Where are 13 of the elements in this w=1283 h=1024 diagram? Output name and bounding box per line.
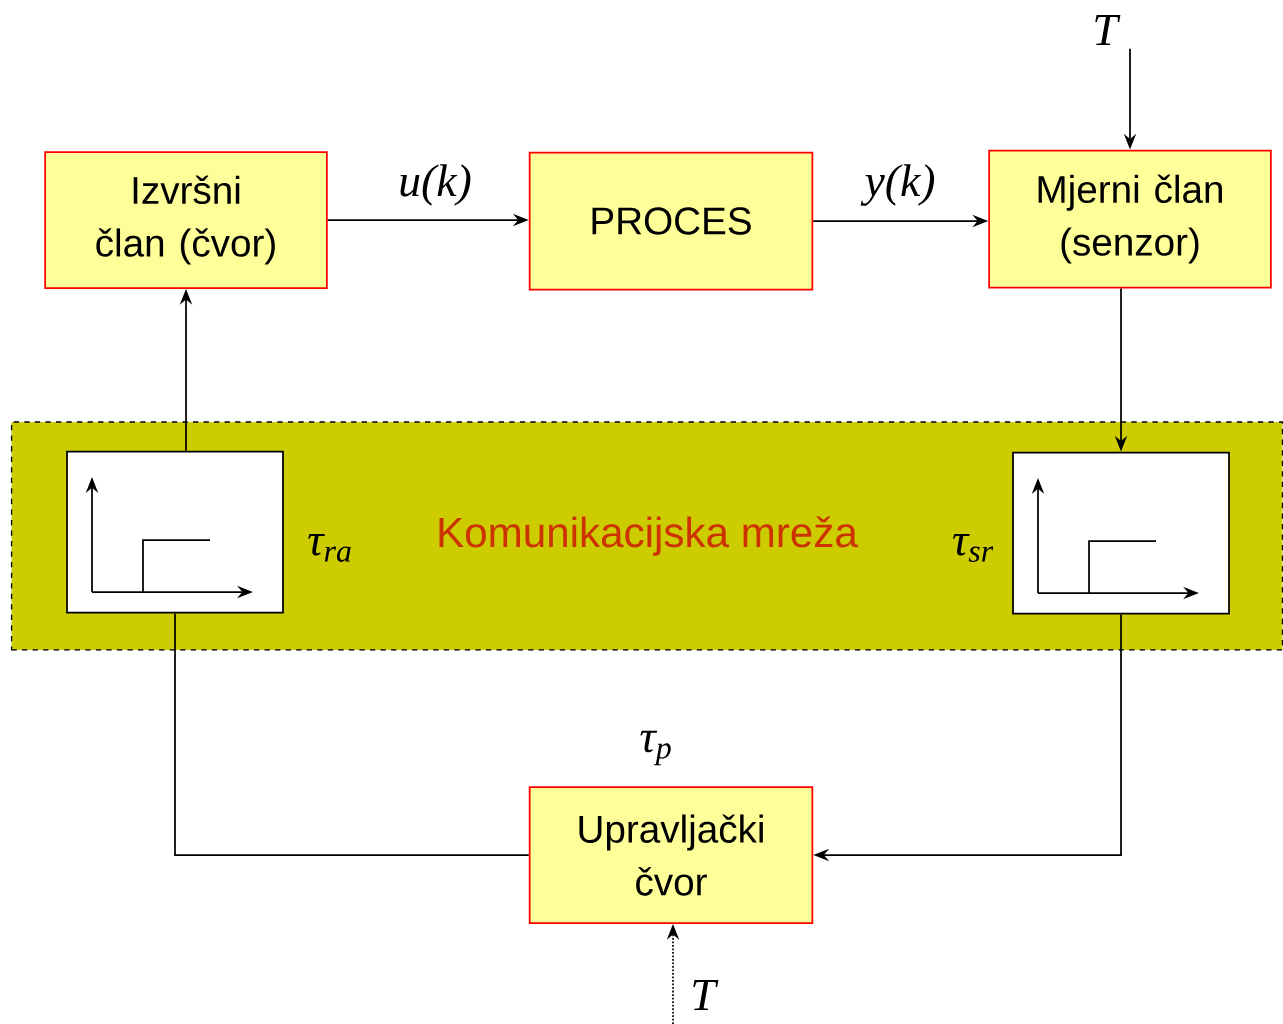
process-box: Upravljački čvor bbox=[528, 786, 814, 924]
input-label: T bbox=[1095, 15, 1121, 45]
process-box: PROCES bbox=[528, 151, 814, 291]
delay-label: τ$_{sr}$ bbox=[952, 534, 994, 562]
delay-label: τ$_{p}$ bbox=[640, 730, 671, 766]
process-box: Mjerni član (senzor) bbox=[988, 149, 1272, 289]
step-plot-box bbox=[66, 450, 284, 614]
edge-label: u(k) bbox=[396, 162, 474, 208]
step-plot-box bbox=[1012, 451, 1230, 615]
delay-label: τ$_{ra}$ bbox=[308, 534, 351, 562]
edge-label: T bbox=[688, 978, 719, 1012]
edge-label: y(k) bbox=[860, 162, 938, 208]
process-box: Izvršni član (čvor) bbox=[44, 151, 328, 289]
